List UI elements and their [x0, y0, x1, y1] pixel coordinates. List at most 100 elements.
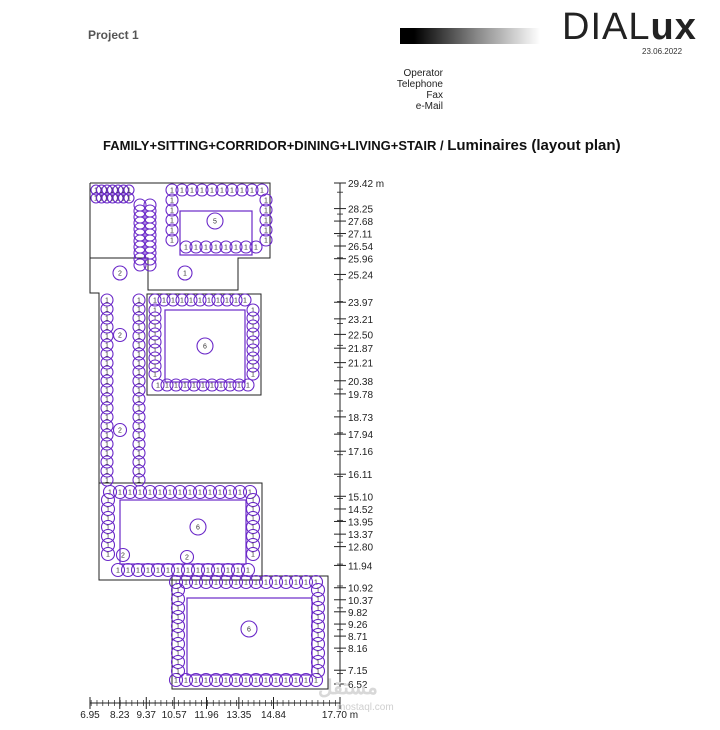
- luminaire-number: 1: [153, 332, 157, 339]
- luminaire-circle: [132, 374, 146, 388]
- header-gradient-bar: [400, 28, 540, 44]
- luminaire-number: 1: [156, 383, 160, 390]
- luminaire-number: 6: [203, 344, 207, 351]
- luminaire-circle: [188, 672, 204, 688]
- luminaire-circle: [259, 223, 273, 237]
- luminaire-circle: [100, 365, 114, 379]
- luminaire-number: 1: [224, 678, 228, 685]
- y-tick-label: 27.11: [348, 230, 373, 241]
- luminaire-circle: [133, 258, 147, 272]
- luminaire-circle: [148, 343, 162, 357]
- luminaire-circle: [241, 378, 255, 392]
- luminaire-number: 1: [105, 433, 109, 440]
- luminaire-number: 1: [254, 580, 258, 587]
- luminaire-number: 1: [105, 334, 109, 341]
- luminaire-number: 1: [192, 383, 196, 390]
- y-tick-label: 9.26: [348, 620, 368, 631]
- luminaire-number: 1: [176, 624, 180, 631]
- luminaire-circle: [100, 401, 114, 415]
- y-tick-label: 7.15: [348, 666, 368, 677]
- luminaire-circle: [246, 327, 260, 341]
- luminaire-number: 1: [250, 188, 254, 195]
- luminaire-number: 5: [213, 219, 217, 226]
- telephone-label: Telephone: [396, 79, 443, 90]
- luminaire-circle: [268, 574, 284, 590]
- luminaire-number: 1: [251, 348, 255, 355]
- luminaire-number: 1: [251, 324, 255, 331]
- luminaire-number: 1: [264, 198, 268, 205]
- luminaire-number: 1: [190, 188, 194, 195]
- luminaire-circle: [157, 293, 171, 307]
- luminaire-circle: [100, 311, 114, 325]
- luminaire-circle: [148, 327, 162, 341]
- luminaire-circle: [288, 672, 304, 688]
- luminaire-circle: [148, 335, 162, 349]
- luminaire-number: 1: [224, 580, 228, 587]
- luminaire-number: 1: [105, 370, 109, 377]
- luminaire-number: 1: [194, 580, 198, 587]
- luminaire-number: 2: [118, 333, 122, 340]
- luminaire-circle: [298, 672, 314, 688]
- watermark-site: mostaql.com: [337, 702, 394, 713]
- luminaire-number: 1: [260, 188, 264, 195]
- luminaire-number: 1: [220, 188, 224, 195]
- luminaire-number: 1: [137, 460, 141, 467]
- luminaire-number: 1: [137, 379, 141, 386]
- luminaire-number: 1: [264, 238, 268, 245]
- y-tick-label: 6.52: [348, 680, 368, 691]
- luminaire-number: 1: [214, 580, 218, 587]
- luminaire-circle: [310, 663, 326, 679]
- luminaire-number: 1: [108, 490, 112, 497]
- luminaire-circle: [196, 378, 210, 392]
- luminaire-circle: [112, 192, 124, 204]
- luminaire-number: 1: [316, 669, 320, 676]
- luminaire-circle: [245, 183, 259, 197]
- luminaire-number: 1: [183, 383, 187, 390]
- luminaire-circle: [215, 183, 229, 197]
- room-outlines: [89, 182, 329, 690]
- luminaire-number: 1: [251, 507, 255, 514]
- luminaire-number: 1: [174, 383, 178, 390]
- luminaire-circle: [175, 183, 189, 197]
- y-tick-label: 21.21: [348, 359, 373, 370]
- luminaire-number: 1: [251, 308, 255, 315]
- room-outline-living: [146, 293, 262, 396]
- email-label: e-Mail: [415, 101, 443, 112]
- luminaire-number: 1: [284, 678, 288, 685]
- luminaire-number: 1: [137, 334, 141, 341]
- contact-block: Operator Telephone Fax e-Mail: [380, 68, 443, 112]
- luminaire-number: 1: [105, 460, 109, 467]
- luminaire-number: 1: [316, 624, 320, 631]
- luminaire-circle: [310, 618, 326, 634]
- luminaire-number: 1: [170, 208, 174, 215]
- luminaire-group-6b: [189, 518, 207, 536]
- luminaire-number: 1: [176, 615, 180, 622]
- luminaire-circle: [248, 672, 264, 688]
- watermark-logo: مستقل: [318, 677, 378, 699]
- luminaire-circle: [112, 484, 128, 500]
- luminaire-number: 1: [176, 606, 180, 613]
- luminaire-circle: [220, 293, 234, 307]
- y-tick-label: 11.94: [348, 561, 373, 572]
- luminaire-circle: [246, 359, 260, 373]
- luminaire-number: 1: [264, 678, 268, 685]
- luminaire-number: 1: [126, 568, 130, 575]
- luminaire-number: 1: [216, 568, 220, 575]
- y-tick-label: 9.82: [348, 608, 368, 619]
- luminaire-number: 1: [105, 388, 109, 395]
- luminaire-number: 1: [105, 469, 109, 476]
- luminaire-circle: [208, 574, 224, 590]
- luminaire-number: 1: [137, 352, 141, 359]
- luminaire-circle: [259, 233, 273, 247]
- luminaire-circle: [132, 383, 146, 397]
- luminaire-circle: [100, 492, 116, 508]
- luminaire-circle: [100, 437, 114, 451]
- x-tick-label: 13.35: [226, 710, 251, 721]
- luminaire-circle: [100, 329, 114, 343]
- luminaire-number: 1: [234, 678, 238, 685]
- luminaire-circle: [100, 338, 114, 352]
- y-tick-label: 12.80: [348, 543, 373, 554]
- luminaire-circle: [310, 591, 326, 607]
- luminaire-number: 1: [254, 245, 258, 252]
